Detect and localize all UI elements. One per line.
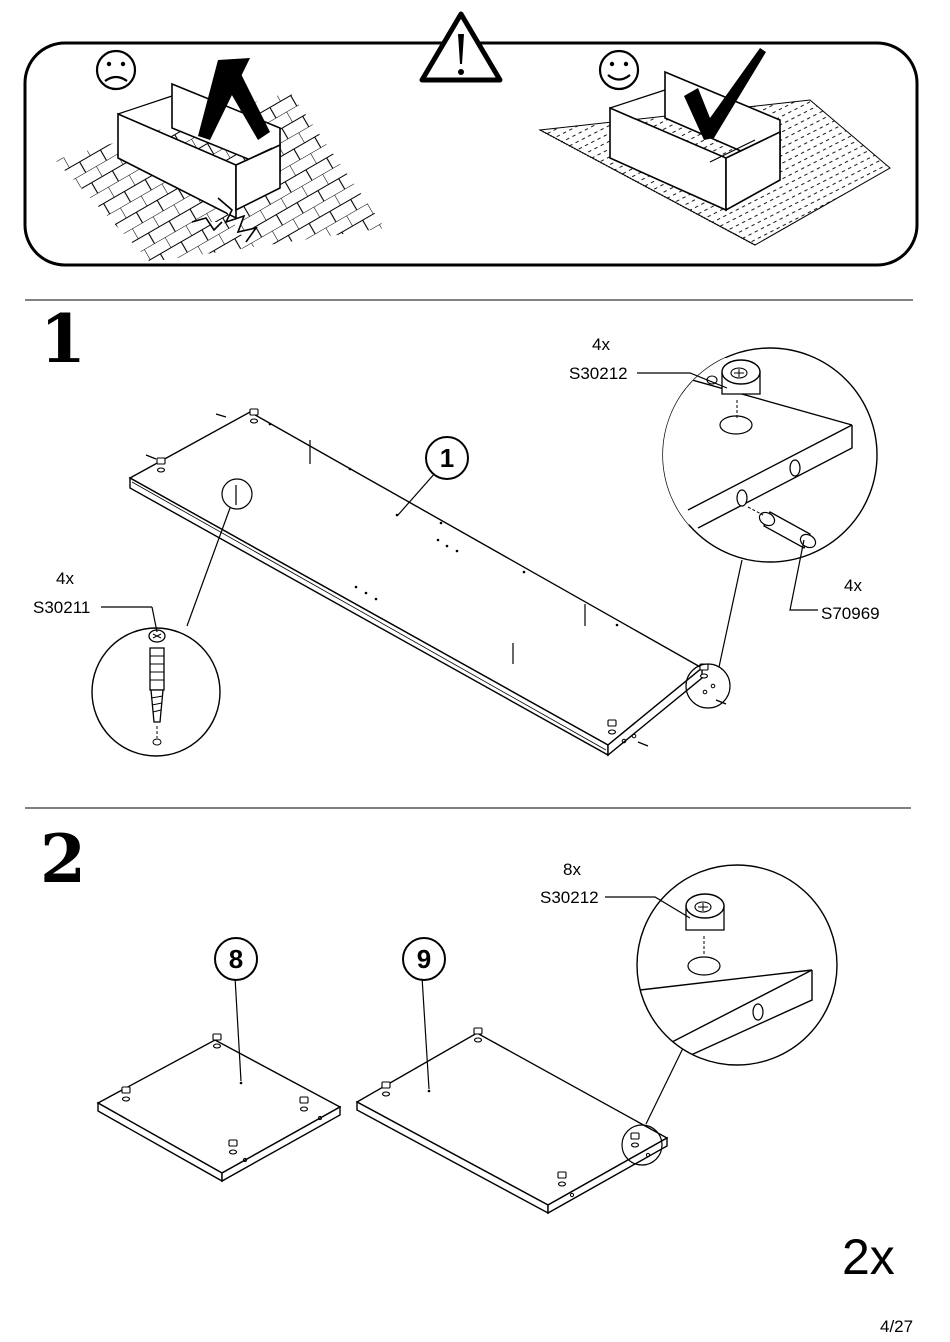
part-callout-9: 9 bbox=[402, 937, 446, 981]
repeat-count: 2x bbox=[842, 1232, 895, 1282]
part-callout-1: 1 bbox=[425, 436, 469, 480]
step2-panel-9-drawing bbox=[357, 977, 667, 1213]
dowel-code: S70969 bbox=[821, 605, 880, 622]
part-callout-8: 8 bbox=[214, 937, 258, 981]
cam-lock-code: S30212 bbox=[569, 365, 628, 382]
sad-face-icon bbox=[97, 51, 135, 89]
step2-cam-qty: 8x bbox=[563, 861, 581, 878]
step2-panel-8-drawing bbox=[98, 977, 340, 1181]
magnifier-cam-step2 bbox=[605, 865, 837, 1165]
cam-bolt-qty: 4x bbox=[56, 570, 74, 587]
step-2-number: 2 bbox=[40, 826, 86, 892]
step-1-number: 1 bbox=[40, 306, 86, 372]
step2-cam-code: S30212 bbox=[540, 889, 599, 906]
dowel-qty: 4x bbox=[844, 577, 862, 594]
page-number: 4/27 bbox=[880, 1318, 913, 1335]
happy-face-icon bbox=[600, 51, 638, 89]
cam-lock-qty: 4x bbox=[592, 336, 610, 353]
cam-bolt-code: S30211 bbox=[33, 599, 90, 616]
warning-panel bbox=[25, 14, 917, 265]
